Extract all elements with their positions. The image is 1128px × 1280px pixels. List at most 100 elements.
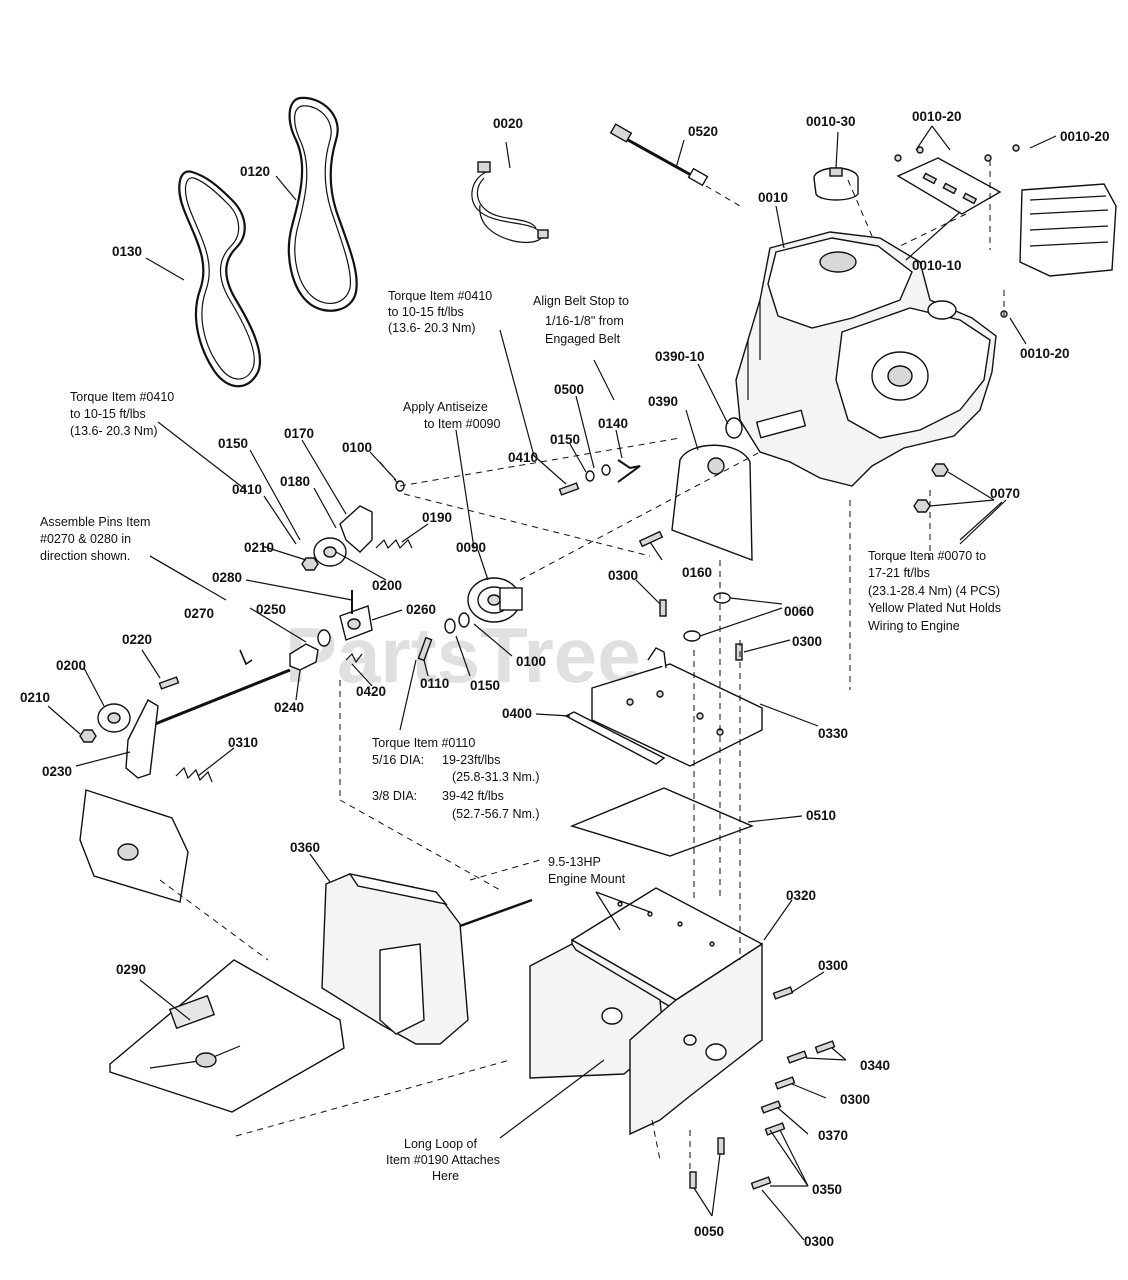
label-0390: 0390 [648,394,678,409]
label-0330: 0330 [818,726,848,741]
muffler-guard[interactable] [1019,183,1117,277]
bolt-0220[interactable] [158,676,180,690]
bracket-0260[interactable] [339,605,373,641]
screws-0010-20[interactable] [894,144,1020,318]
label-0010: 0010 [758,190,788,205]
svg-text:Yellow Plated Nut Holds: Yellow Plated Nut Holds [868,601,1001,615]
belt-0130[interactable] [178,170,262,388]
support-bracket[interactable] [79,789,189,903]
bolts-0300-0340-0350-0370[interactable] [689,986,836,1190]
svg-text:Assemble Pins Item: Assemble Pins Item [40,515,150,529]
spring-0310[interactable] [175,766,213,783]
label-0010-20-top: 0010-20 [912,109,962,124]
nut-0210-upper[interactable] [301,557,319,571]
label-0020: 0020 [493,116,523,131]
svg-text:1/16-1/8" from: 1/16-1/8" from [545,314,624,328]
cable-0520[interactable] [609,123,741,207]
watermark-trademark: TM [796,603,812,615]
belt-guide-0290[interactable] [109,959,345,1113]
belt-cover-0360[interactable] [321,872,533,1045]
pulley-0090[interactable] [467,577,523,623]
note-align-belt-stop: Align Belt Stop to 1/16-1/8" from Engage… [533,294,629,346]
note-torque-0070: Torque Item #0070 to 17-21 ft/lbs (23.1-… [868,549,1001,633]
svg-text:19-23ft/lbs: 19-23ft/lbs [442,753,500,767]
belt-0120[interactable] [287,96,358,312]
label-0100-a: 0100 [342,440,372,455]
bar-0400[interactable] [564,711,666,765]
pulley-0200-upper[interactable] [313,537,347,567]
svg-text:Here: Here [432,1169,459,1183]
bolt-0160[interactable] [638,530,664,548]
svg-text:5/16 DIA:: 5/16 DIA: [372,753,424,767]
label-0260: 0260 [406,602,436,617]
label-0090: 0090 [456,540,486,555]
svg-text:Torque Item #0110: Torque Item #0110 [372,736,475,750]
svg-text:direction shown.: direction shown. [40,549,130,563]
leader-lines [47,125,1057,1241]
washers-0060[interactable] [683,592,731,642]
label-0410-b: 0410 [232,482,262,497]
spring-0420[interactable] [345,652,363,664]
label-0390-10: 0390-10 [655,349,705,364]
gasket-0510[interactable] [569,787,754,857]
svg-text:Torque Item #0070 to: Torque Item #0070 to [868,549,986,563]
label-0370: 0370 [818,1128,848,1143]
label-0180: 0180 [280,474,310,489]
belt-stop-0390[interactable] [671,444,753,562]
chassis-0320[interactable] [529,887,764,1136]
label-0200-a: 0200 [372,578,402,593]
svg-text:(52.7-56.7 Nm.): (52.7-56.7 Nm.) [452,807,540,821]
washers-0100-0150[interactable] [395,480,470,634]
label-0160: 0160 [682,565,712,580]
label-0150-a: 0150 [550,432,580,447]
label-0140: 0140 [598,416,628,431]
label-0250: 0250 [256,602,286,617]
svg-text:9.5-13HP: 9.5-13HP [548,855,601,869]
svg-text:(25.8-31.3 Nm.): (25.8-31.3 Nm.) [452,770,540,784]
fuel-cap-0010-30[interactable] [813,167,859,201]
nut-0210-lower[interactable] [79,729,97,743]
bolt-0110[interactable] [417,636,433,662]
label-0500: 0500 [554,382,584,397]
label-0010-10: 0010-10 [912,258,962,273]
washer-0390-10[interactable] [725,417,743,439]
part-labels: 0020 0520 0010-30 0010-20 0010-20 0010 0… [20,109,1110,1249]
idler-arm-0170[interactable] [339,505,373,553]
label-0130: 0130 [112,244,142,259]
nuts-0070[interactable] [913,463,949,513]
svg-text:Torque Item #0410: Torque Item #0410 [388,289,492,303]
label-0350: 0350 [812,1182,842,1197]
engine-0010[interactable] [735,231,997,487]
label-0510: 0510 [806,808,836,823]
label-0300-c: 0300 [818,958,848,973]
idler-arm-0230[interactable] [125,699,159,779]
svg-text:Long Loop of: Long Loop of [404,1137,478,1151]
label-0230: 0230 [42,764,72,779]
note-torque-0410-top: Torque Item #0410 to 10-15 ft/lbs (13.6-… [388,289,492,335]
label-0070: 0070 [990,486,1020,501]
label-0010-30: 0010-30 [806,114,856,129]
washer-0250[interactable] [317,629,331,647]
shaft-0270[interactable] [149,649,291,728]
assembly-guide-lines [159,160,1005,1170]
hardware-0410-0150-0500-0140[interactable] [558,459,641,496]
spacer-0240[interactable] [289,643,319,671]
bolts-0300-upper[interactable] [659,599,743,661]
heat-shield-0010-10[interactable] [896,157,1002,215]
extension-cord-0020[interactable] [471,161,549,244]
pulley-0200-lower[interactable] [97,703,131,733]
note-torque-0110: Torque Item #0110 5/16 DIA: 19-23ft/lbs … [372,736,540,821]
spring-0190[interactable] [375,538,413,550]
label-0010-20-lower: 0010-20 [1020,346,1070,361]
svg-text:(13.6- 20.3 Nm): (13.6- 20.3 Nm) [70,424,158,438]
label-0320: 0320 [786,888,816,903]
svg-text:to 10-15 ft/lbs: to 10-15 ft/lbs [388,305,464,319]
label-0010-20-right: 0010-20 [1060,129,1110,144]
svg-text:to Item #0090: to Item #0090 [424,417,500,431]
svg-text:3/8 DIA:: 3/8 DIA: [372,789,417,803]
label-0400: 0400 [502,706,532,721]
label-0170: 0170 [284,426,314,441]
label-0050: 0050 [694,1224,724,1239]
label-0300-a: 0300 [608,568,638,583]
